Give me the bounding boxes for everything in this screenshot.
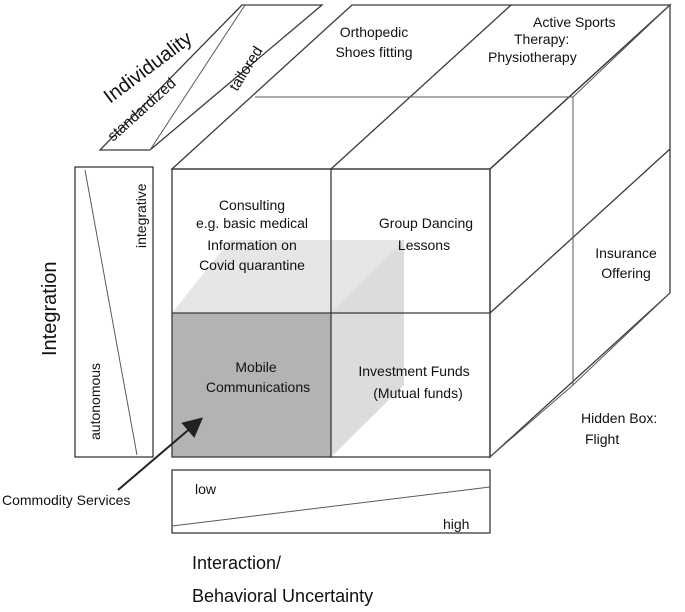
- cube-outline: [170, 3, 672, 459]
- integration-title: Integration: [39, 261, 61, 356]
- inner-box: [172, 240, 404, 457]
- mobile-line-2: Communications: [206, 379, 310, 395]
- individuality-high-label: tailored: [226, 43, 266, 94]
- interaction-axis-box: [171, 469, 491, 534]
- hidden-box-line-2: Flight: [585, 431, 619, 447]
- cell-consulting: Consulting e.g. basic medical Informatio…: [196, 197, 308, 273]
- insurance-line-2: Offering: [601, 265, 651, 281]
- investment-line-1: Investment Funds: [358, 363, 469, 379]
- orthopedic-line-2: Shoes fitting: [335, 44, 412, 60]
- consulting-line-1: Consulting: [219, 197, 285, 213]
- commodity-arrow: [117, 417, 204, 491]
- cell-group-dancing: Group Dancing Lessons: [379, 215, 473, 253]
- consulting-line-2: e.g. basic medical: [196, 215, 308, 231]
- consulting-line-4: Covid quarantine: [199, 257, 305, 273]
- group-dancing-line-1: Group Dancing: [379, 215, 473, 231]
- interaction-title-line1: Interaction/: [192, 553, 281, 573]
- insurance-line-1: Insurance: [595, 245, 657, 261]
- integration-high-label: integrative: [133, 183, 149, 248]
- investment-line-2: (Mutual funds): [373, 385, 462, 401]
- integration-axis-box: [74, 166, 154, 458]
- cell-mobile-communications: Mobile Communications: [206, 359, 310, 395]
- group-dancing-line-2: Lessons: [398, 237, 450, 253]
- cell-hidden-box: Hidden Box: Flight: [581, 410, 657, 447]
- orthopedic-line-1: Orthopedic: [340, 24, 408, 40]
- interaction-title-line2: Behavioral Uncertainty: [192, 586, 373, 606]
- cell-active-sports: Active Sports Therapy: Physiotherapy: [488, 14, 615, 65]
- cell-insurance: Insurance Offering: [595, 245, 657, 281]
- commodity-services-label: Commodity Services: [2, 492, 130, 508]
- integration-low-label: autonomous: [87, 363, 103, 440]
- consulting-line-3: Information on: [207, 237, 297, 253]
- active-sports-line-2: Therapy:: [514, 31, 569, 47]
- interaction-low-label: low: [195, 481, 217, 497]
- individuality-axis-box: [98, 4, 324, 151]
- cell-investment-funds: Investment Funds (Mutual funds): [358, 363, 469, 401]
- cell-orthopedic: Orthopedic Shoes fitting: [335, 24, 412, 60]
- mobile-line-1: Mobile: [235, 359, 276, 375]
- interaction-high-label: high: [443, 516, 469, 532]
- active-sports-line-1: Active Sports: [533, 14, 615, 30]
- active-sports-line-3: Physiotherapy: [488, 49, 577, 65]
- hidden-box-line-1: Hidden Box:: [581, 410, 657, 426]
